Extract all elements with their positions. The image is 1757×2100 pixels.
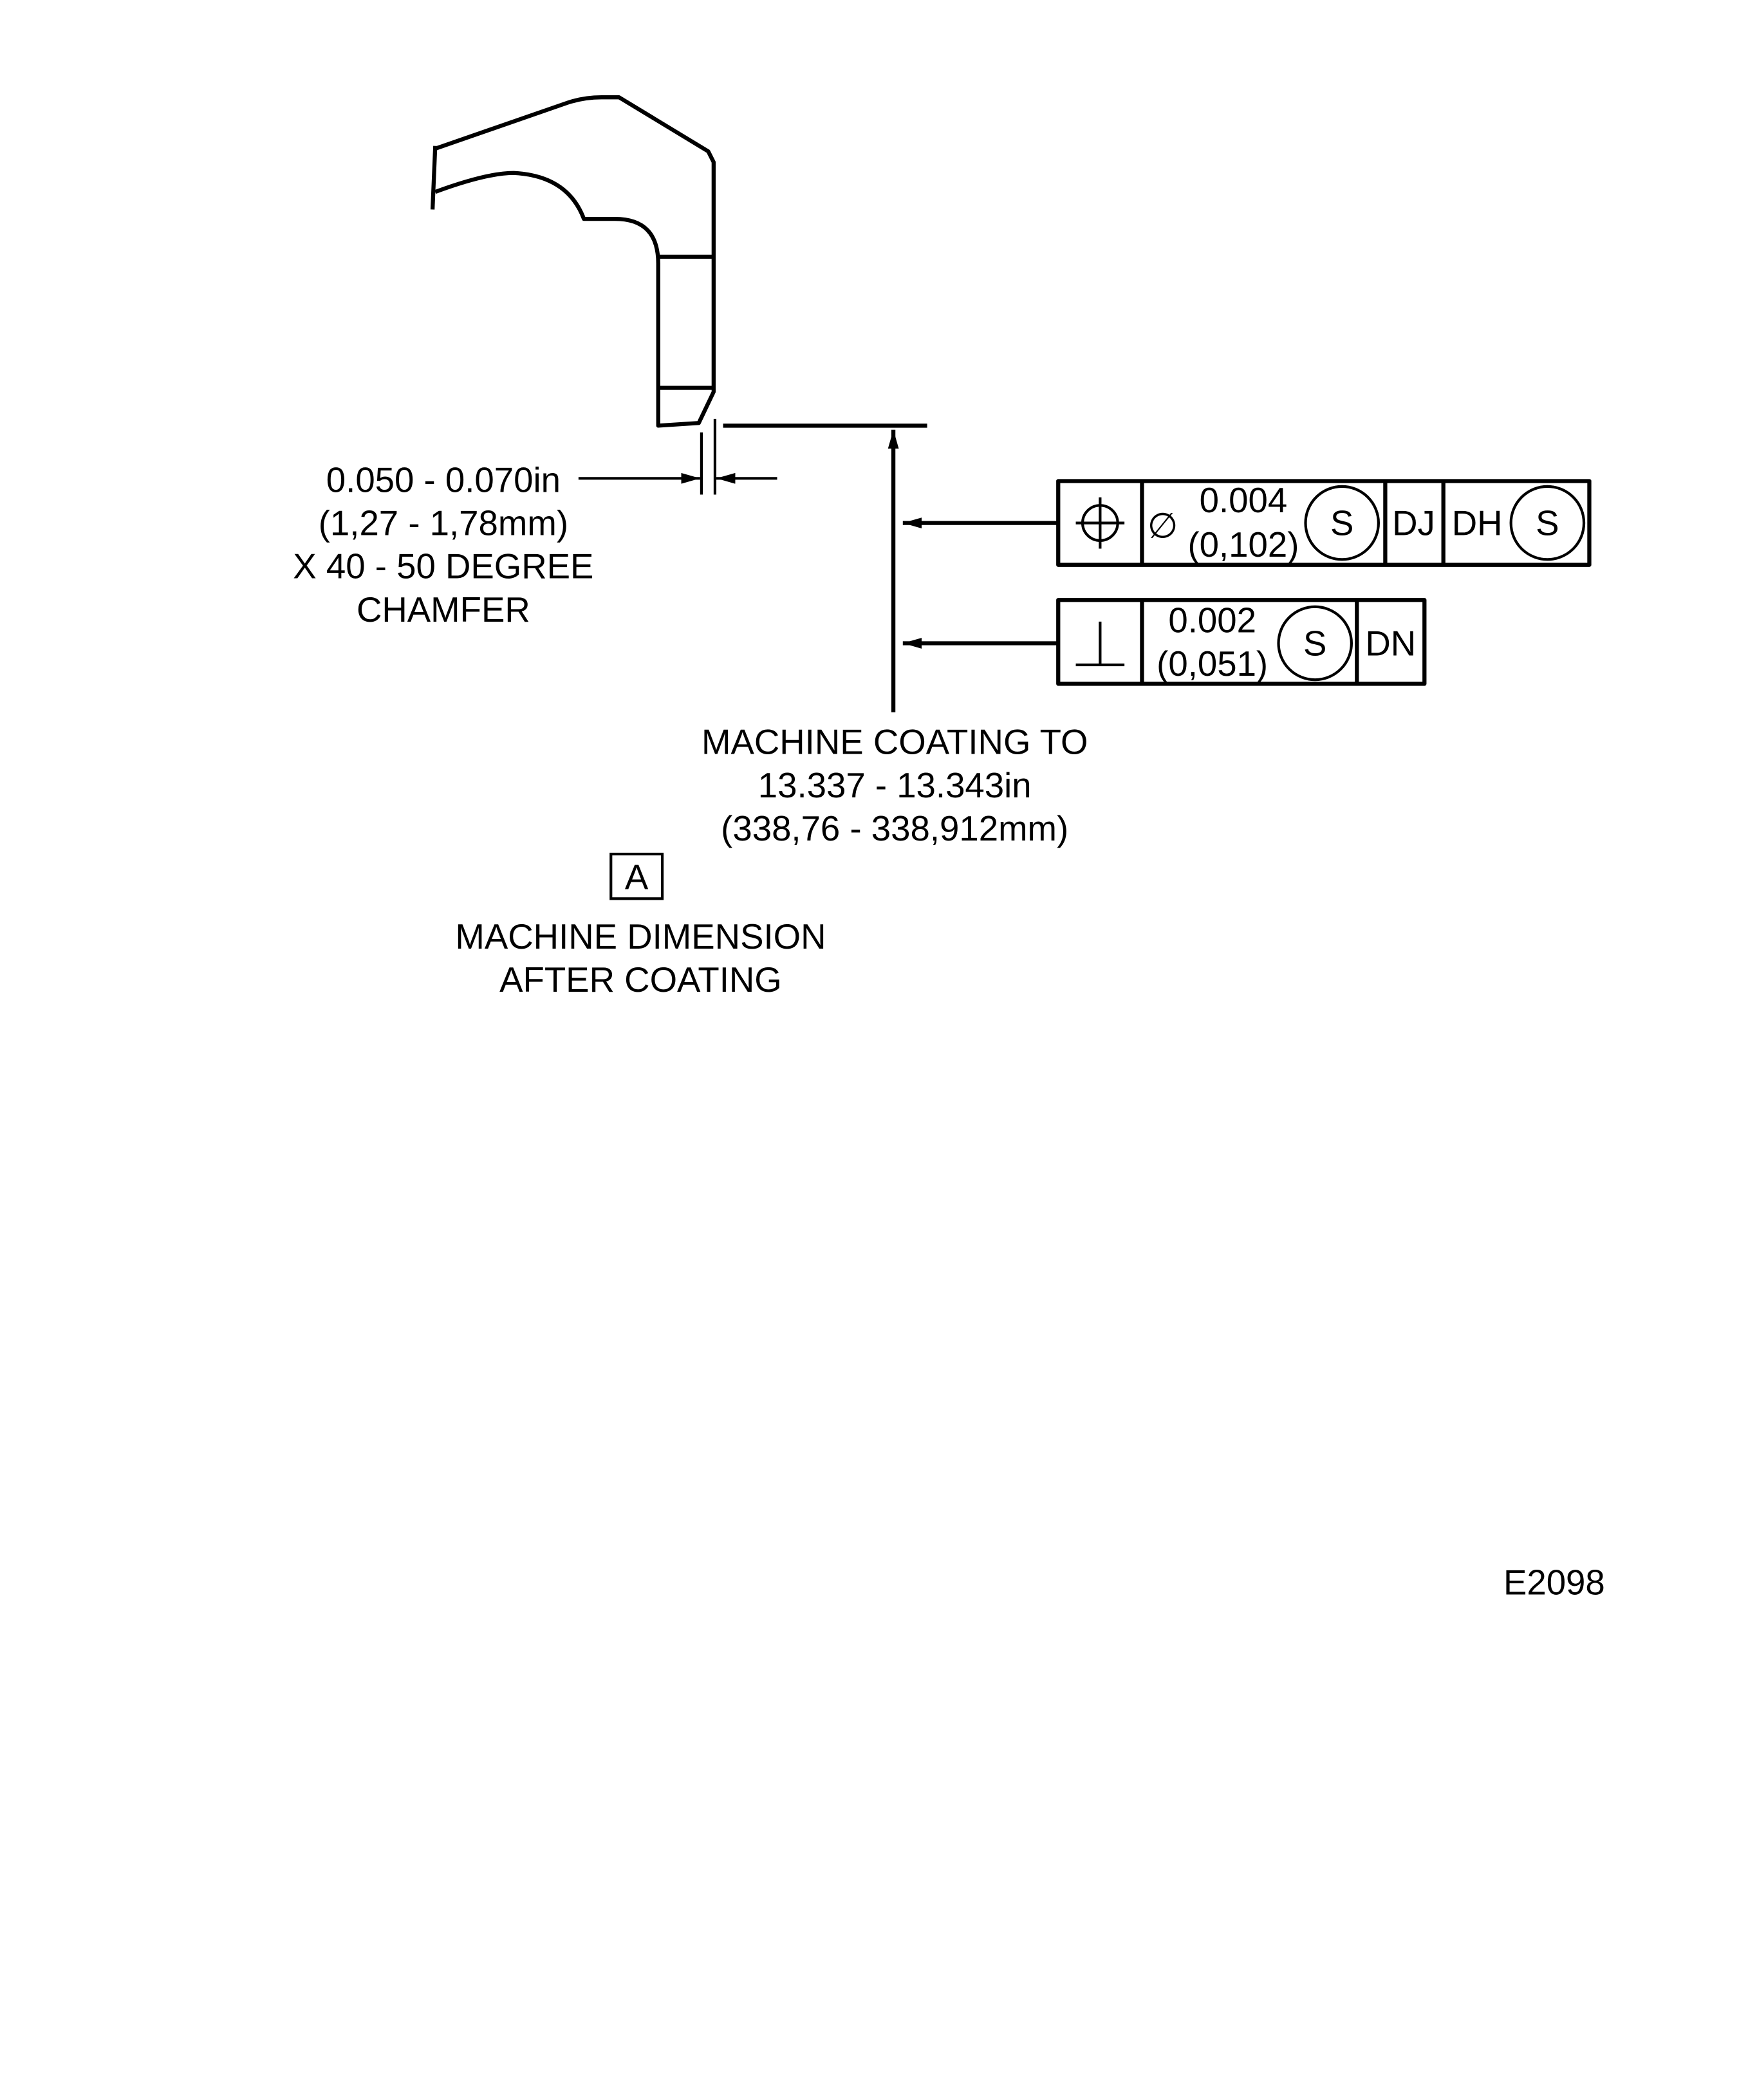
fcf-position: ∅ 0.004 (0,102) S DJ DH S	[902, 479, 1592, 567]
fcf-perpendicularity: 0.002 (0,051) S DN	[902, 598, 1427, 686]
coating-note-line-1: MACHINE COATING TO	[702, 723, 1088, 762]
datum-dh: DH	[1452, 503, 1503, 543]
chamfer-dimension	[578, 418, 927, 495]
position-icon	[1075, 497, 1125, 549]
flag-note-line-1: MACHINE DIMENSION	[455, 917, 826, 956]
tolerance-in: 0.002	[1168, 601, 1256, 640]
datum-modifier-rfs: S	[1536, 503, 1559, 543]
chamfer-note-line-3: X 40 - 50 DEGREE	[293, 547, 593, 586]
chamfer-note-line-4: CHAMFER	[357, 590, 530, 629]
tolerance-mm: (0,051)	[1157, 644, 1268, 683]
flag-note-line-2: AFTER COATING	[499, 960, 782, 999]
tolerance-mm: (0,102)	[1187, 525, 1299, 564]
coating-note-line-3: (338,76 - 338,912mm)	[721, 809, 1068, 848]
modifier-rfs: S	[1303, 624, 1326, 663]
coating-note-line-2: 13.337 - 13.343in	[758, 766, 1032, 805]
part-profile	[430, 95, 716, 428]
diameter-symbol: ∅	[1148, 506, 1178, 546]
flag-letter: A	[625, 858, 649, 897]
datum-dn: DN	[1365, 624, 1416, 663]
datum-dj: DJ	[1392, 503, 1435, 543]
figure-id: E2098	[1503, 1563, 1605, 1603]
chamfer-note-line-2: (1,27 - 1,78mm)	[319, 503, 568, 543]
chamfer-note-line-1: 0.050 - 0.070in	[326, 460, 561, 499]
perpendicularity-icon	[1075, 621, 1125, 667]
tolerance-in: 0.004	[1200, 481, 1288, 520]
flag-box	[609, 852, 664, 900]
modifier-rfs: S	[1330, 503, 1353, 543]
